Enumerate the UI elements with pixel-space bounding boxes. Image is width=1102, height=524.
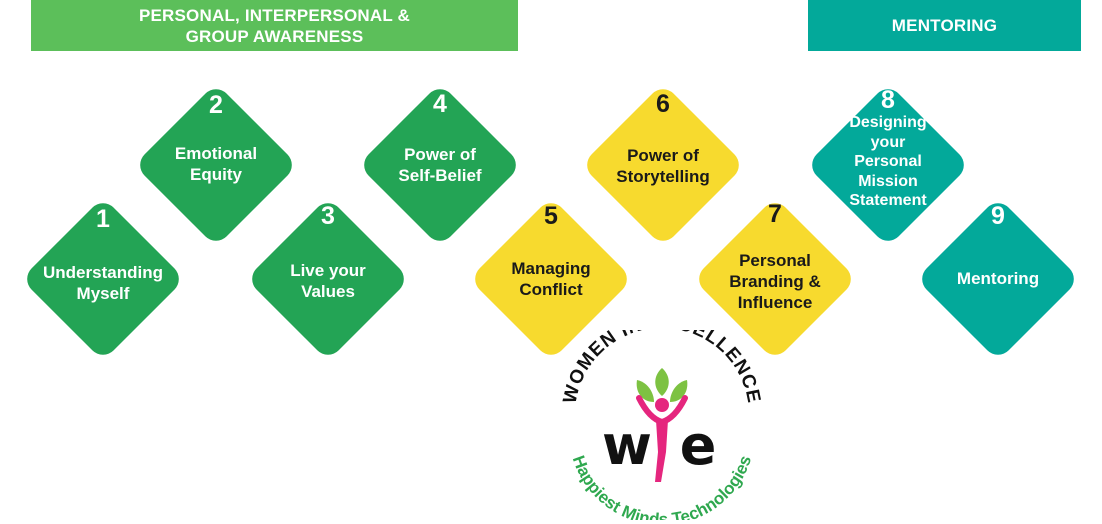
step-number: 6 bbox=[656, 90, 670, 118]
step-label: Mentoring bbox=[956, 269, 1040, 288]
step-label: Emotional Equity bbox=[174, 144, 258, 184]
step-diamond-1: 1 Understanding Myself bbox=[20, 196, 186, 362]
step-number: 4 bbox=[433, 90, 447, 118]
step-diamond-8: 8 Designing your Personal Mission Statem… bbox=[805, 82, 971, 248]
step-number: 9 bbox=[991, 202, 1005, 230]
step-label: Designing your Personal Mission Statemen… bbox=[849, 114, 927, 209]
person-icon bbox=[636, 395, 688, 482]
step-label: Personal Branding & Influence bbox=[729, 251, 821, 312]
step-label: Power of Storytelling bbox=[616, 146, 710, 186]
step-diamond-7: 7 Personal Branding & Influence bbox=[692, 196, 858, 362]
section-banner-awareness: PERSONAL, INTERPERSONAL & GROUP AWARENES… bbox=[31, 0, 518, 51]
wie-logo: WOMEN IN EXCELLENCE w e Happiest Minds T… bbox=[560, 330, 764, 520]
step-label: Managing Conflict bbox=[511, 259, 591, 299]
logo-wordmark-w: w bbox=[602, 414, 652, 477]
step-diamond-3: 3 Live your Values bbox=[245, 196, 411, 362]
step-label: Power of Self-Belief bbox=[398, 145, 482, 185]
step-number: 7 bbox=[768, 200, 782, 228]
step-diamond-4: 4 Power of Self-Belief bbox=[357, 82, 523, 248]
step-label: Live your Values bbox=[290, 261, 366, 301]
step-number: 1 bbox=[96, 205, 110, 233]
step-number: 2 bbox=[209, 91, 223, 119]
step-number: 3 bbox=[321, 202, 335, 230]
step-diamond-2: 2 Emotional Equity bbox=[133, 82, 299, 248]
section-banner-mentoring: MENTORING bbox=[808, 0, 1081, 51]
step-diamond-5: 5 Managing Conflict bbox=[468, 196, 634, 362]
step-label: Understanding Myself bbox=[43, 263, 163, 303]
step-diamond-9: 9 Mentoring bbox=[915, 196, 1081, 362]
step-number: 5 bbox=[544, 202, 558, 230]
step-diamond-6: 6 Power of Storytelling bbox=[580, 82, 746, 248]
leaf-icon bbox=[636, 368, 688, 402]
logo-wordmark-e: e bbox=[680, 414, 717, 477]
step-number: 8 bbox=[881, 86, 895, 114]
